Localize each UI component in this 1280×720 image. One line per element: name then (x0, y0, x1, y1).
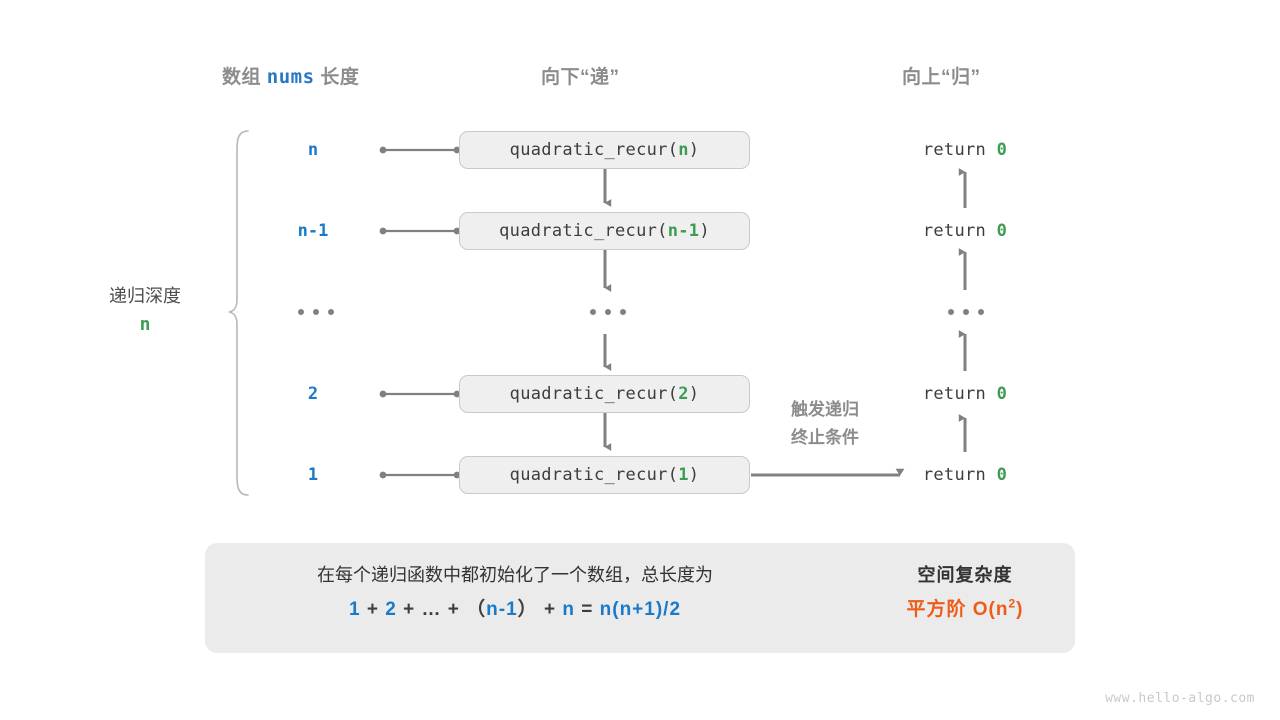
depth-value-row-4: 1 (307, 465, 319, 485)
return-value: 0 (996, 384, 1008, 404)
complexity-exponent: 2 (1008, 596, 1017, 611)
call-ellipsis (590, 309, 626, 315)
return-label-row-3: return 0 (865, 383, 1065, 405)
return-keyword: return (922, 384, 997, 404)
complexity-value-tail: ) (1016, 599, 1024, 621)
formula-op-1: + (366, 599, 379, 621)
formula-lparen: （ (466, 599, 487, 621)
depth-value-row-3: 2 (307, 384, 319, 404)
dot (298, 309, 304, 315)
call-arg: 1 (678, 465, 689, 485)
header-array-prefix: 数组 (222, 67, 262, 88)
summary-description: 在每个递归函数中都初始化了一个数组，总长度为 (317, 565, 713, 585)
call-arg: n-1 (667, 221, 700, 241)
return-label-row-1: return 0 (865, 220, 1065, 242)
return-keyword: return (922, 221, 997, 241)
call-close-paren: ) (688, 465, 700, 485)
complexity-value-main: 平方阶 O(n (906, 599, 1009, 621)
call-box-row-3[interactable]: quadratic_recur(2) (459, 375, 750, 413)
termination-note-line2: 终止条件 (791, 428, 859, 448)
formula-result: n(n+1)/2 (599, 599, 682, 621)
header-return-up: 向上“归” (902, 67, 981, 88)
dot (963, 309, 969, 315)
return-value: 0 (996, 221, 1008, 241)
depth-connectors (379, 146, 461, 479)
termination-note-line1: 触发递归 (791, 400, 859, 419)
dot (620, 309, 626, 315)
dot (948, 309, 954, 315)
return-ellipsis (948, 309, 984, 315)
summary-description-block: 在每个递归函数中都初始化了一个数组，总长度为 1 + 2 + … + （n-1）… (225, 559, 805, 627)
call-box-row-4[interactable]: quadratic_recur(1) (459, 456, 750, 494)
header-array-length: 数组 nums 长度 (222, 62, 359, 89)
dot (605, 309, 611, 315)
termination-note: 触发递归 终止条件 (760, 396, 890, 452)
call-fn-name: quadratic_recur( (499, 221, 668, 241)
formula-term-2: 2 (385, 599, 397, 621)
complexity-title: 空间复杂度 (917, 565, 1013, 585)
call-arg: n (678, 140, 689, 160)
formula-term-3: … (421, 599, 442, 621)
depth-value-row-1: n-1 (297, 221, 329, 241)
depth-value-row-0: n (307, 140, 319, 160)
call-close-paren: ) (688, 140, 700, 160)
header-array-code: nums (266, 66, 315, 88)
recursion-depth-label: 递归深度 n (60, 283, 230, 339)
formula-op-3: + (447, 599, 460, 621)
return-value: 0 (996, 465, 1008, 485)
recursion-depth-value: n (139, 313, 151, 335)
formula-op-2: + (403, 599, 416, 621)
dot (313, 309, 319, 315)
formula-term-1: 1 (348, 599, 361, 621)
depth-brace (228, 130, 249, 496)
recursion-depth-title: 递归深度 (109, 286, 181, 306)
return-keyword: return (922, 465, 997, 485)
formula-op-4: + (543, 599, 557, 621)
complexity-value: 平方阶 O(n2) (865, 592, 1065, 627)
header-array-suffix: 长度 (320, 67, 360, 88)
return-value: 0 (996, 140, 1008, 160)
dot (328, 309, 334, 315)
return-label-row-0: return 0 (865, 139, 1065, 161)
call-box-row-1[interactable]: quadratic_recur(n-1) (459, 212, 750, 250)
call-fn-name: quadratic_recur( (509, 140, 679, 160)
formula-equals: = (581, 599, 594, 621)
call-close-paren: ) (688, 384, 700, 404)
depth-ellipsis (298, 309, 334, 315)
formula-term-5: n (562, 599, 575, 621)
formula-term-4: n-1 (486, 599, 518, 621)
watermark: www.hello-algo.com (1105, 691, 1255, 706)
call-fn-name: quadratic_recur( (509, 465, 679, 485)
complexity-block: 空间复杂度 平方阶 O(n2) (865, 559, 1065, 627)
return-keyword: return (922, 140, 997, 160)
return-label-row-4: return 0 (865, 464, 1065, 486)
call-fn-name: quadratic_recur( (509, 384, 679, 404)
header-recurse-down: 向下“递” (541, 67, 620, 88)
call-box-row-0[interactable]: quadratic_recur(n) (459, 131, 750, 169)
call-arg: 2 (678, 384, 689, 404)
formula-rparen: ） (517, 599, 538, 621)
dot (978, 309, 984, 315)
summary-formula: 1 + 2 + … + （n-1） + n = n(n+1)/2 (225, 592, 805, 627)
summary-panel: 在每个递归函数中都初始化了一个数组，总长度为 1 + 2 + … + （n-1）… (205, 543, 1075, 653)
dot (590, 309, 596, 315)
call-close-paren: ) (699, 221, 710, 241)
